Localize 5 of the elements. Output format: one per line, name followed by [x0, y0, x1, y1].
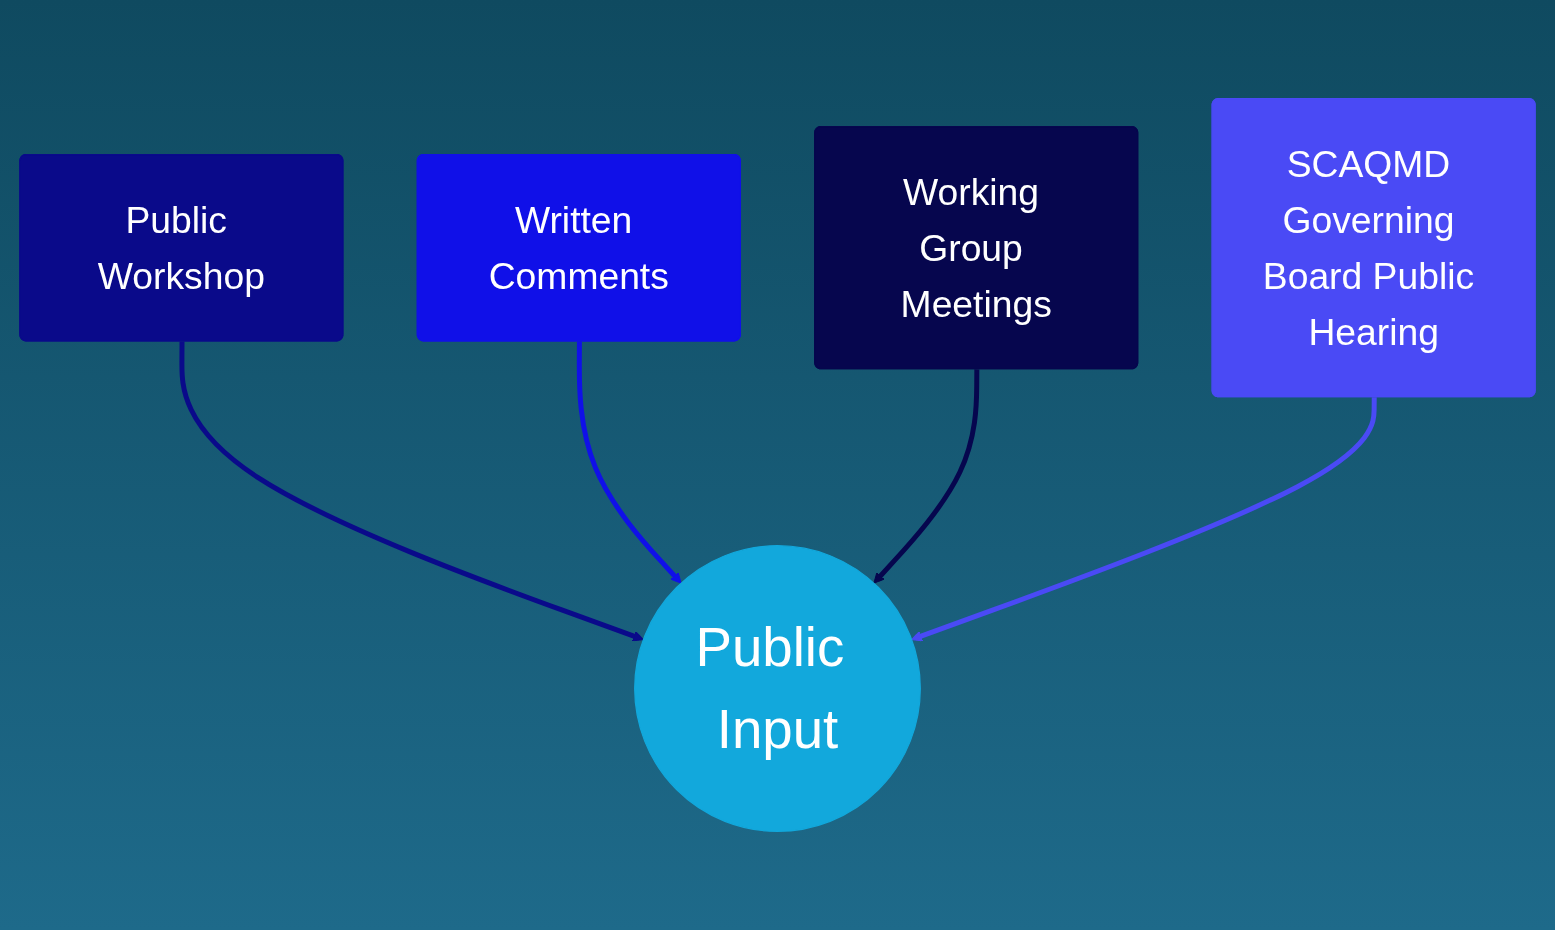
node-circle: Public Input [634, 545, 921, 832]
arrow [576, 341, 682, 584]
arrow [873, 369, 980, 584]
arrow [179, 341, 644, 642]
arrow [911, 397, 1377, 642]
